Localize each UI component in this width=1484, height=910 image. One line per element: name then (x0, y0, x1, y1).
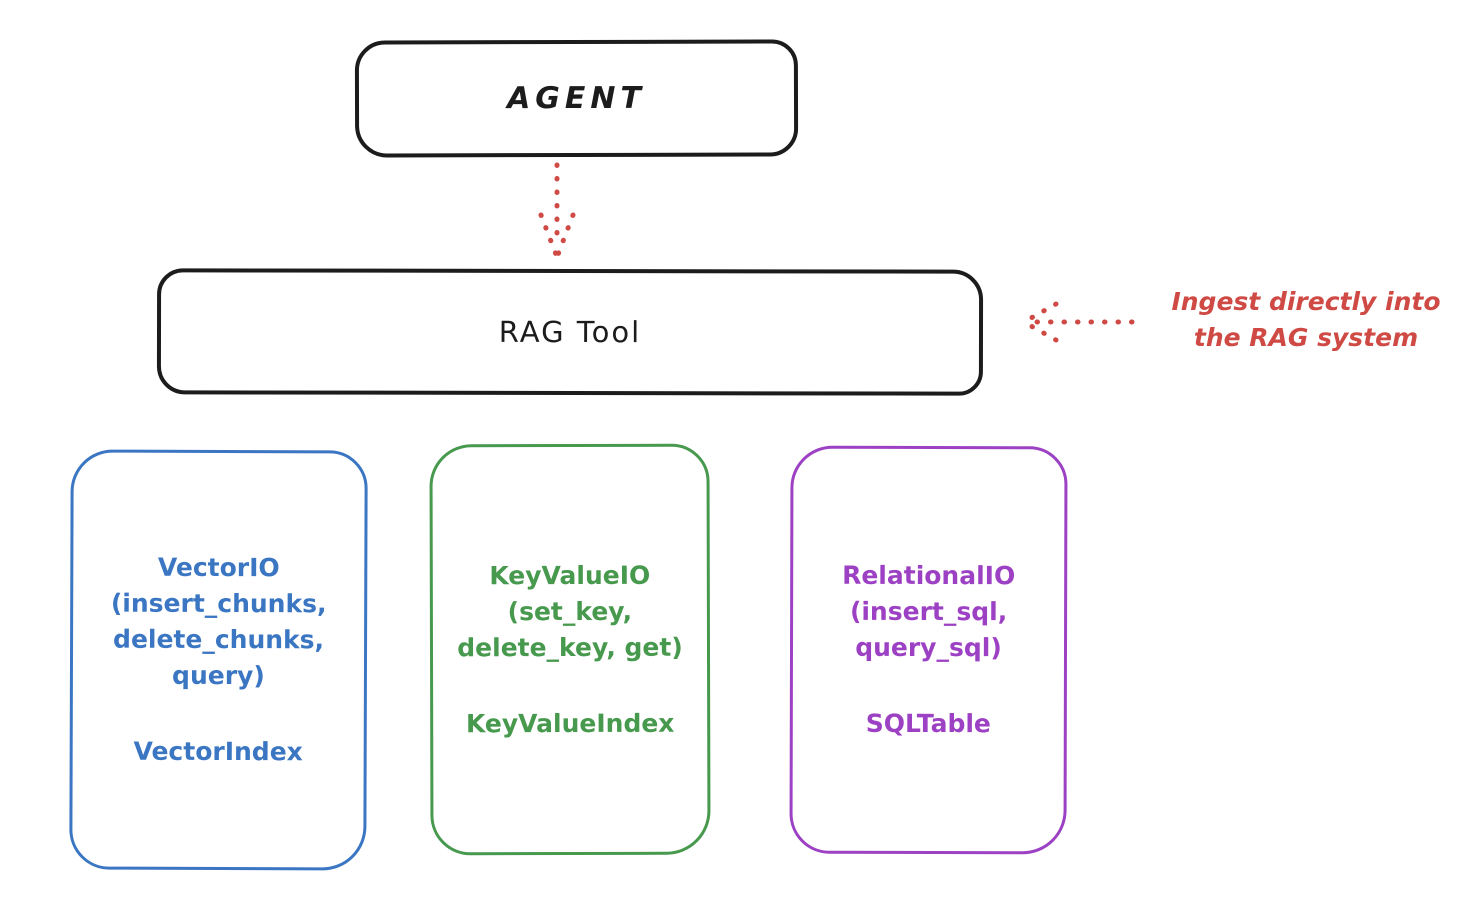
sql-table-label: SQLTable (865, 708, 991, 739)
io-line: KeyValueIO (489, 560, 651, 590)
io-line: query_sql) (855, 632, 1002, 663)
keyvalue-io-methods: KeyValueIO (set_key, delete_key, get) (457, 557, 683, 666)
io-line: (set_key, (507, 596, 633, 626)
vector-io-node: VectorIO (insert_chunks, delete_chunks, … (69, 449, 368, 871)
vector-index-label: VectorIndex (133, 736, 303, 767)
io-line: (insert_sql, (849, 596, 1008, 627)
agent-to-rag-arrow-icon (538, 162, 576, 260)
keyvalue-io-node: KeyValueIO (set_key, delete_key, get) Ke… (429, 443, 711, 856)
io-line: (insert_chunks, (110, 588, 327, 619)
rag-tool-node: RAG Tool (156, 268, 984, 396)
rag-tool-label: RAG Tool (498, 314, 642, 350)
ingest-annotation-line1: Ingest directly into (1171, 287, 1441, 316)
vector-io-methods: VectorIO (insert_chunks, delete_chunks, … (111, 550, 327, 695)
ingest-annotation-line2: the RAG system (1193, 323, 1419, 352)
ingest-annotation: Ingest directly into the RAG system (1136, 284, 1476, 356)
ingest-arrow-icon (1021, 301, 1135, 343)
relational-io-methods: RelationalIO (insert_sql, query_sql) (842, 558, 1015, 666)
io-line: query) (172, 660, 265, 691)
keyvalue-index-label: KeyValueIndex (465, 708, 675, 738)
io-line: VectorIO (157, 552, 280, 583)
agent-node: AGENT (354, 39, 799, 158)
io-line: delete_key, get) (457, 632, 683, 662)
relational-io-node: RelationalIO (insert_sql, query_sql) SQL… (789, 445, 1068, 855)
io-line: RelationalIO (842, 560, 1016, 591)
io-line: delete_chunks, (113, 624, 325, 655)
agent-label: AGENT (507, 80, 646, 117)
